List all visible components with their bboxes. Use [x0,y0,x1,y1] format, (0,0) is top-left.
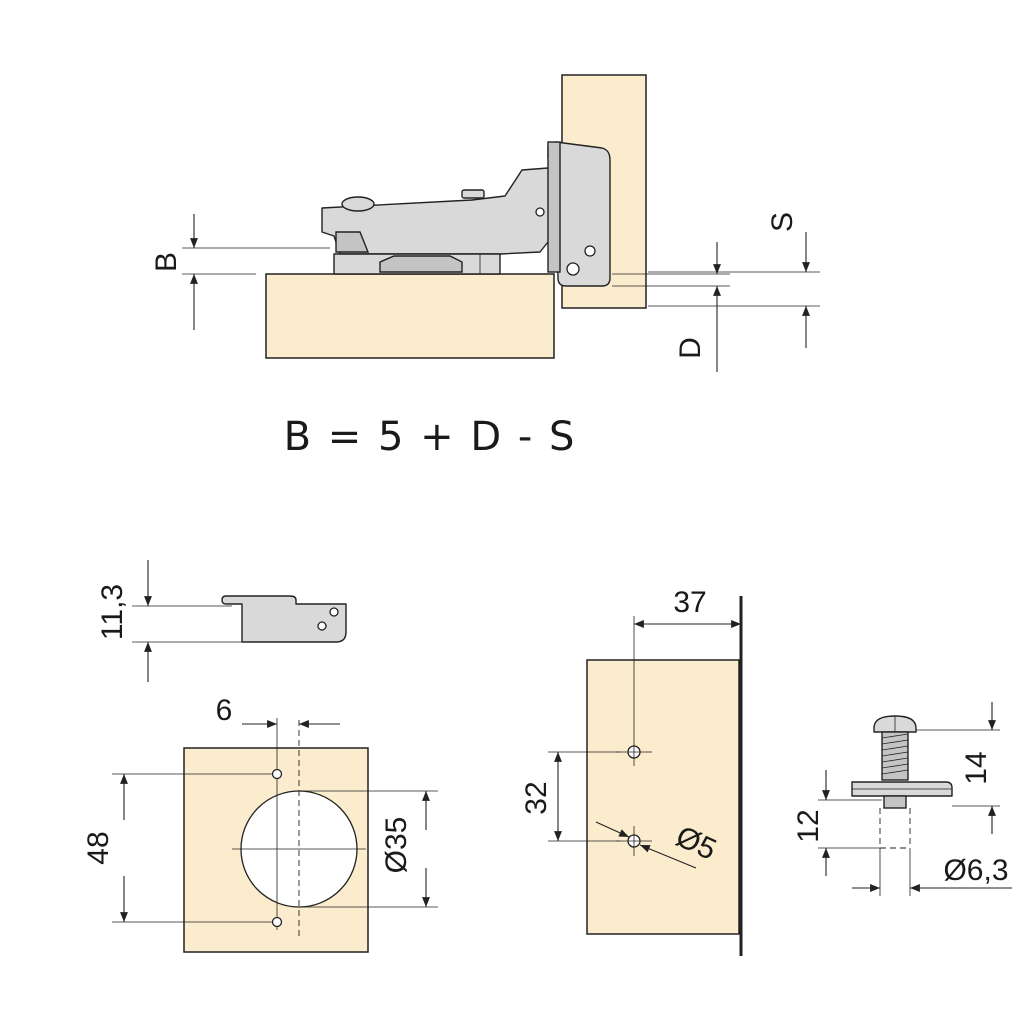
label-offset: 6 [216,694,233,727]
label-plate-spacing: 32 [520,781,553,814]
cup-section: 11,3 [96,560,347,682]
label-bore-depth: 12 [792,809,825,842]
door-panel [265,273,555,359]
label-setback: 37 [673,586,706,619]
label-cup-height: 11,3 [96,584,129,640]
label-b: B [150,252,183,272]
formula-text: B = 5 + D - S [284,414,577,460]
label-hole-spacing: 48 [82,831,115,864]
label-screw-diameter: Ø6,3 [943,854,1008,887]
cabinet-panel-plan [586,659,740,935]
label-d: D [674,337,707,359]
hinge-arm [321,167,557,275]
label-screw-length: 14 [960,751,993,784]
mounting-plate-side [547,141,611,287]
mounting-plate-plan: 37 32 Ø5 [520,586,743,956]
side-view: B D S [150,74,820,372]
screw-detail: 14 12 Ø6,3 [792,702,1012,896]
label-cup-diameter: Ø35 [380,817,413,874]
door-plan: 6 48 Ø35 [82,694,438,953]
label-s: S [766,212,799,232]
